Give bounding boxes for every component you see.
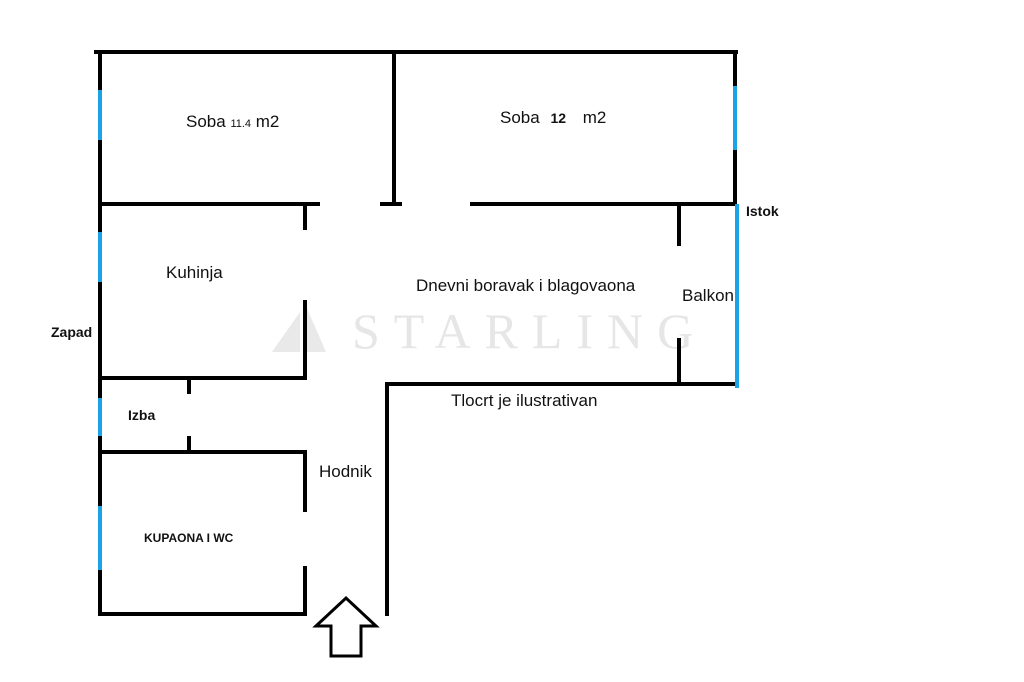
balkon-label: Balkon (682, 286, 734, 305)
entrance-arrow-icon (312, 595, 380, 658)
sail-logo-icon (272, 306, 326, 352)
watermark: STARLING (272, 303, 707, 359)
istok-label: Istok (746, 203, 779, 219)
walls (94, 50, 738, 616)
zapad-label: Zapad (51, 324, 92, 340)
soba-1-label: Soba 11.4 m2 (186, 112, 279, 131)
dnevni-boravak-label: Dnevni boravak i blagovaona (416, 276, 636, 295)
soba-2-label: Soba 12 m2 (500, 108, 606, 127)
izba-label: Izba (128, 407, 155, 423)
windows (98, 86, 739, 570)
kuhinja-label: Kuhinja (166, 263, 223, 282)
note-label: Tlocrt je ilustrativan (451, 391, 597, 410)
watermark-text: STARLING (352, 303, 707, 359)
kupaona-label: KUPAONA I WC (144, 531, 234, 545)
hodnik-label: Hodnik (319, 462, 372, 481)
